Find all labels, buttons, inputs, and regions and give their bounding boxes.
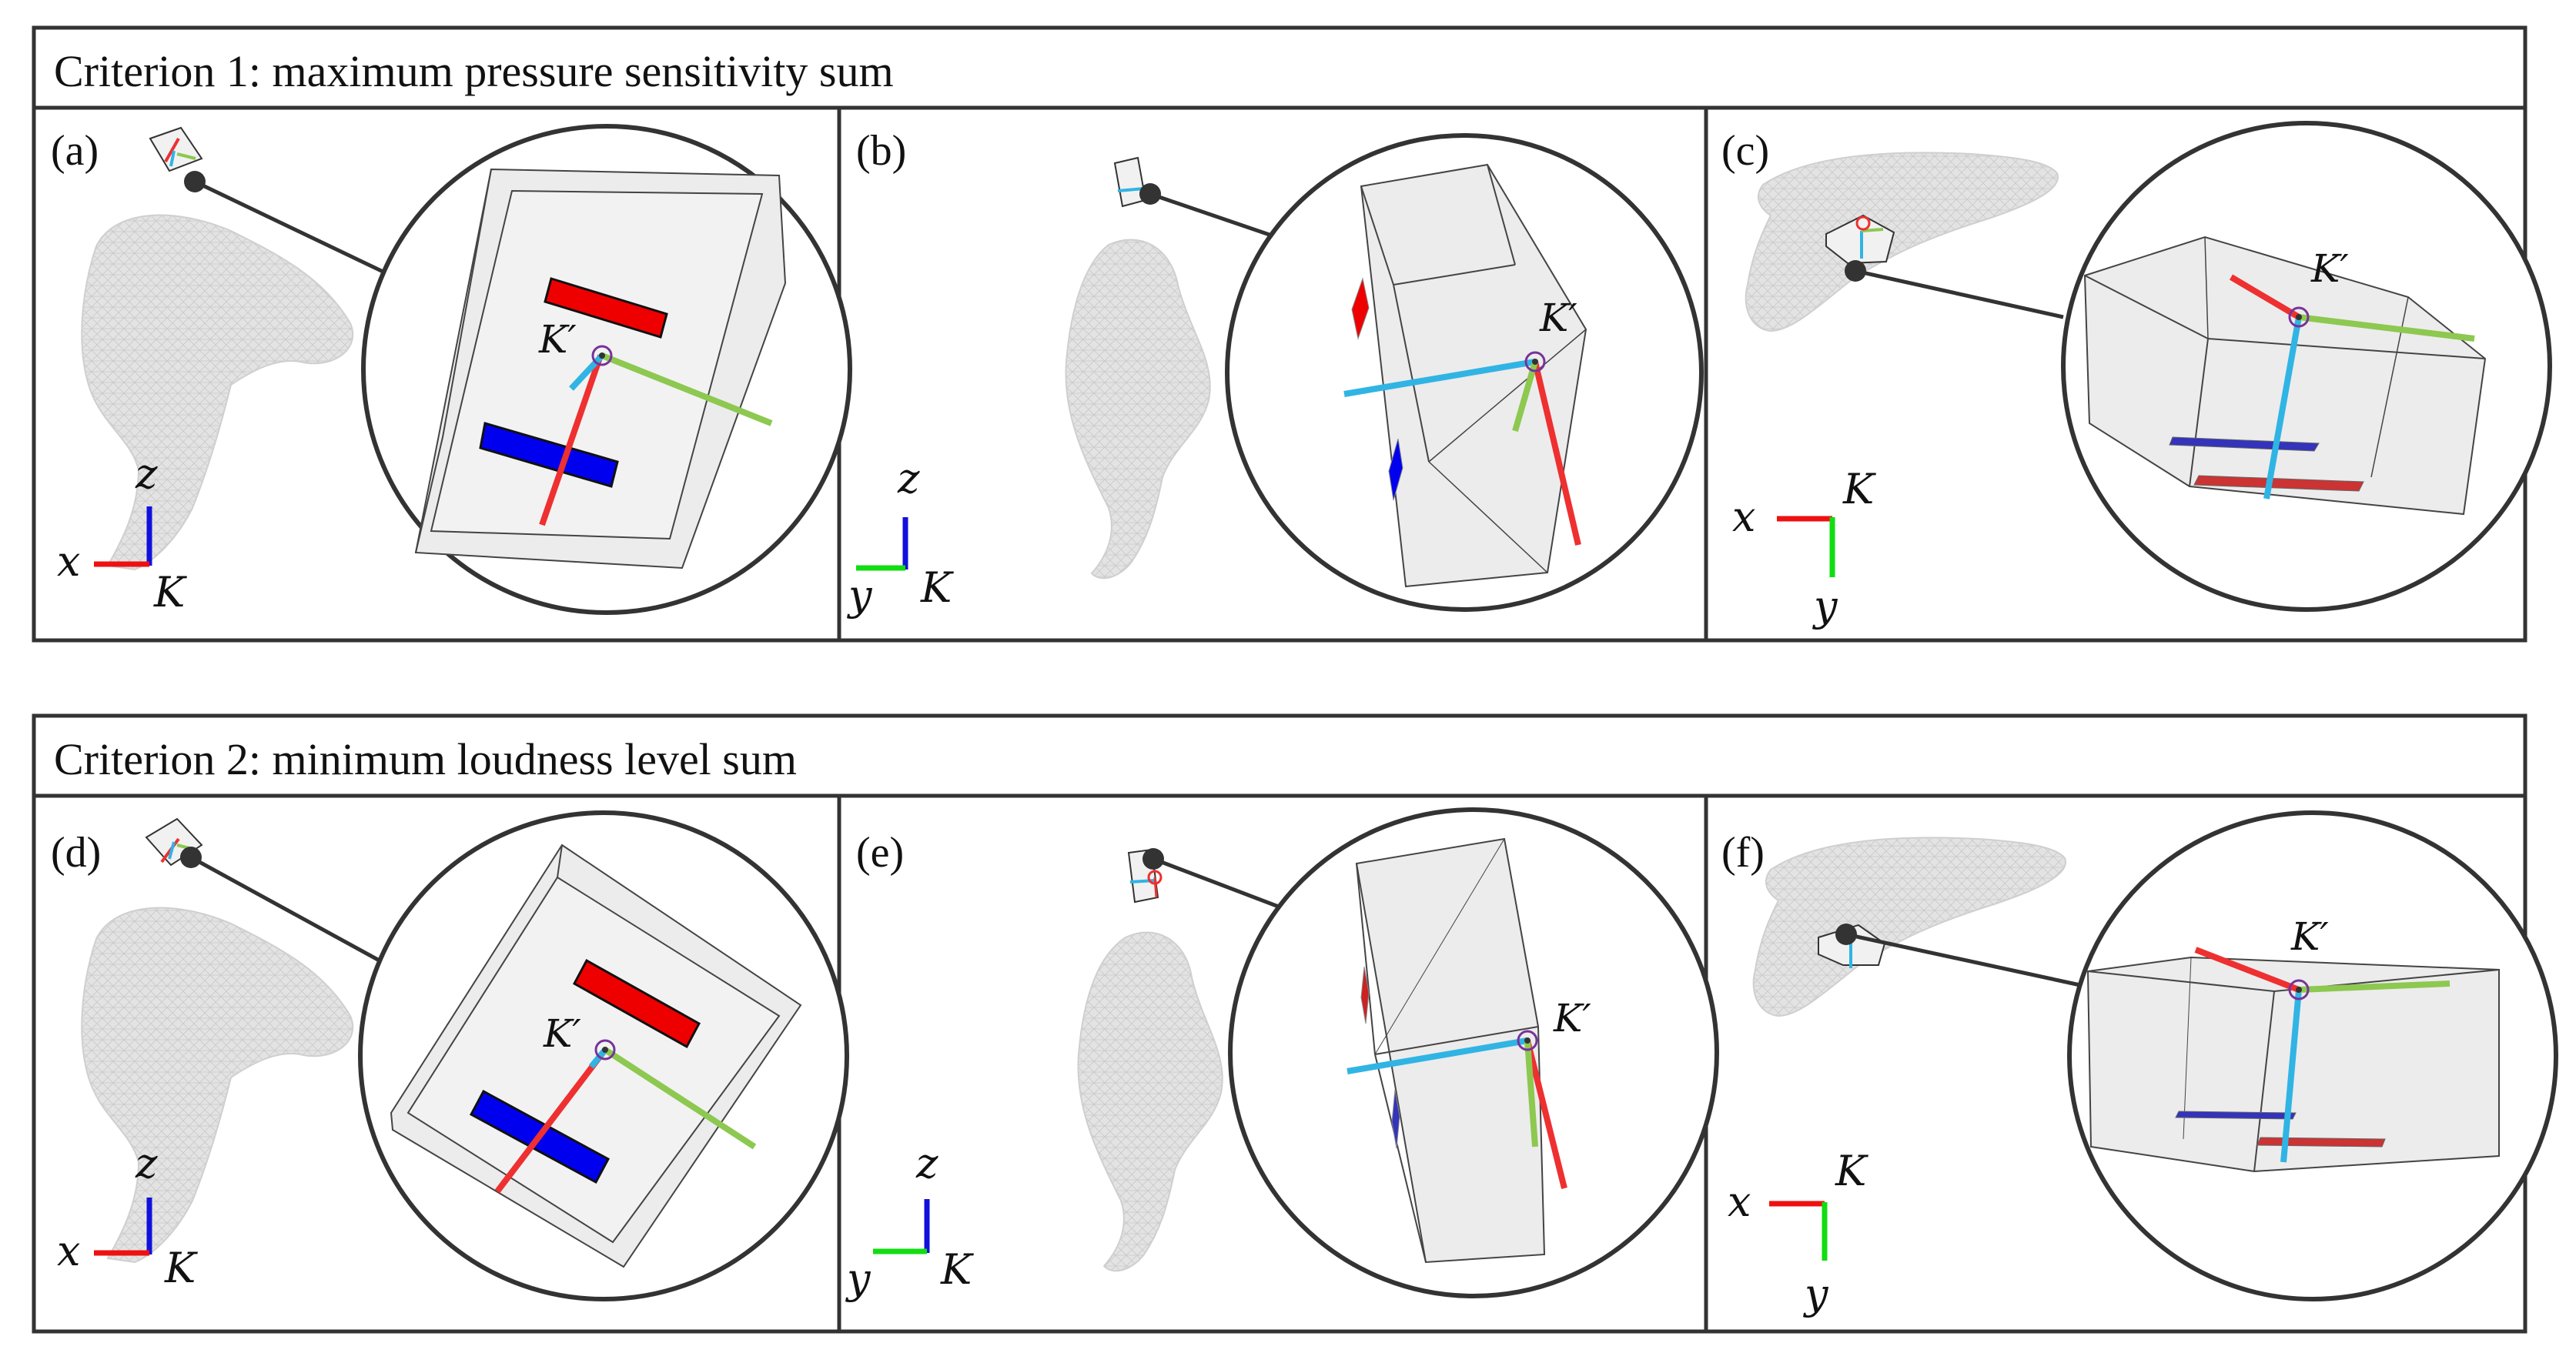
- local-frame-label: K′: [2290, 914, 2329, 959]
- coordinate-triad-icon: x y K: [1728, 1147, 1868, 1318]
- local-frame-label: K′: [2310, 246, 2349, 291]
- axis-h-label: x: [57, 537, 80, 586]
- coordinate-triad-icon: z y K: [847, 454, 954, 620]
- zoomed-sensor-box: K′: [390, 844, 802, 1268]
- frame-label: K: [940, 1245, 974, 1294]
- coordinate-triad-icon: z x K: [57, 1139, 198, 1292]
- panel-label: (c): [1721, 127, 1769, 175]
- panel-label: (e): [856, 829, 904, 877]
- panel-label: (a): [51, 127, 99, 175]
- local-frame-label: K′: [1553, 996, 1591, 1041]
- ear-mesh-icon: [81, 907, 354, 1264]
- axis-h-label: x: [1728, 1178, 1751, 1226]
- sensor-box-icon: [1818, 924, 1886, 968]
- criterion-1-title: Criterion 1: maximum pressure sensitivit…: [54, 46, 894, 96]
- axis-v-label: y: [1812, 582, 1838, 630]
- axis-h-label: x: [57, 1227, 80, 1275]
- frame-label: K: [1842, 465, 1876, 513]
- ear-mesh-icon: [1077, 931, 1223, 1272]
- ear-mesh-icon: [81, 214, 354, 571]
- ear-mesh-icon: [1745, 152, 2059, 332]
- local-frame-label: K′: [1539, 296, 1577, 340]
- coordinate-triad-icon: z y K: [845, 1139, 974, 1303]
- sensor-box-icon: [1113, 156, 1147, 208]
- axis-v-label: z: [915, 1139, 938, 1188]
- panel-label: (f): [1721, 829, 1765, 877]
- criterion-2-block: Criterion 2: minimum loudness level sum …: [32, 713, 2558, 1334]
- zoomed-sensor-box: K′: [414, 168, 787, 570]
- zoomed-sensor-box: K′: [1343, 163, 1587, 588]
- coordinate-triad-icon: x y K: [1732, 465, 1876, 630]
- axis-v-label: y: [1803, 1270, 1829, 1318]
- panel-label: (b): [856, 127, 906, 175]
- axis-h-label: y: [845, 1254, 871, 1303]
- sensor-box-icon: [149, 126, 203, 172]
- panel-f: (f) K′: [1721, 810, 2558, 1318]
- ear-mesh-icon: [1065, 239, 1211, 580]
- frame-label: K: [164, 1244, 198, 1292]
- axis-h-label: y: [847, 571, 873, 620]
- axis-v-label: z: [897, 454, 920, 503]
- local-frame-label: K′: [538, 317, 577, 362]
- frame-label: K: [153, 568, 187, 616]
- axis-h-label: x: [1732, 493, 1755, 541]
- panel-d: (d) K′: [51, 810, 849, 1301]
- frame-label: K: [1835, 1147, 1868, 1195]
- local-frame-label: K′: [543, 1011, 581, 1056]
- axis-v-label: z: [135, 1139, 158, 1188]
- panel-a: (a) K′: [51, 124, 852, 616]
- frame-label: K: [920, 563, 954, 612]
- panel-c: (c): [1721, 121, 2552, 630]
- panel-e: (e): [845, 807, 1719, 1303]
- criterion-1-block: Criterion 1: maximum pressure sensitivit…: [32, 25, 2552, 643]
- coordinate-triad-icon: z x K: [57, 449, 187, 616]
- zoomed-sensor-box: K′: [2083, 236, 2487, 516]
- panel-b: (b): [847, 127, 1704, 620]
- zoomed-sensor-box: K′: [2086, 914, 2500, 1173]
- zoomed-sensor-box: K′: [1347, 837, 1591, 1264]
- sensor-box-icon: [1825, 214, 1895, 265]
- criterion-2-title: Criterion 2: minimum loudness level sum: [54, 734, 797, 784]
- panel-label: (d): [51, 829, 101, 877]
- axis-v-label: z: [135, 449, 158, 498]
- ear-mesh-icon: [1752, 837, 2067, 1017]
